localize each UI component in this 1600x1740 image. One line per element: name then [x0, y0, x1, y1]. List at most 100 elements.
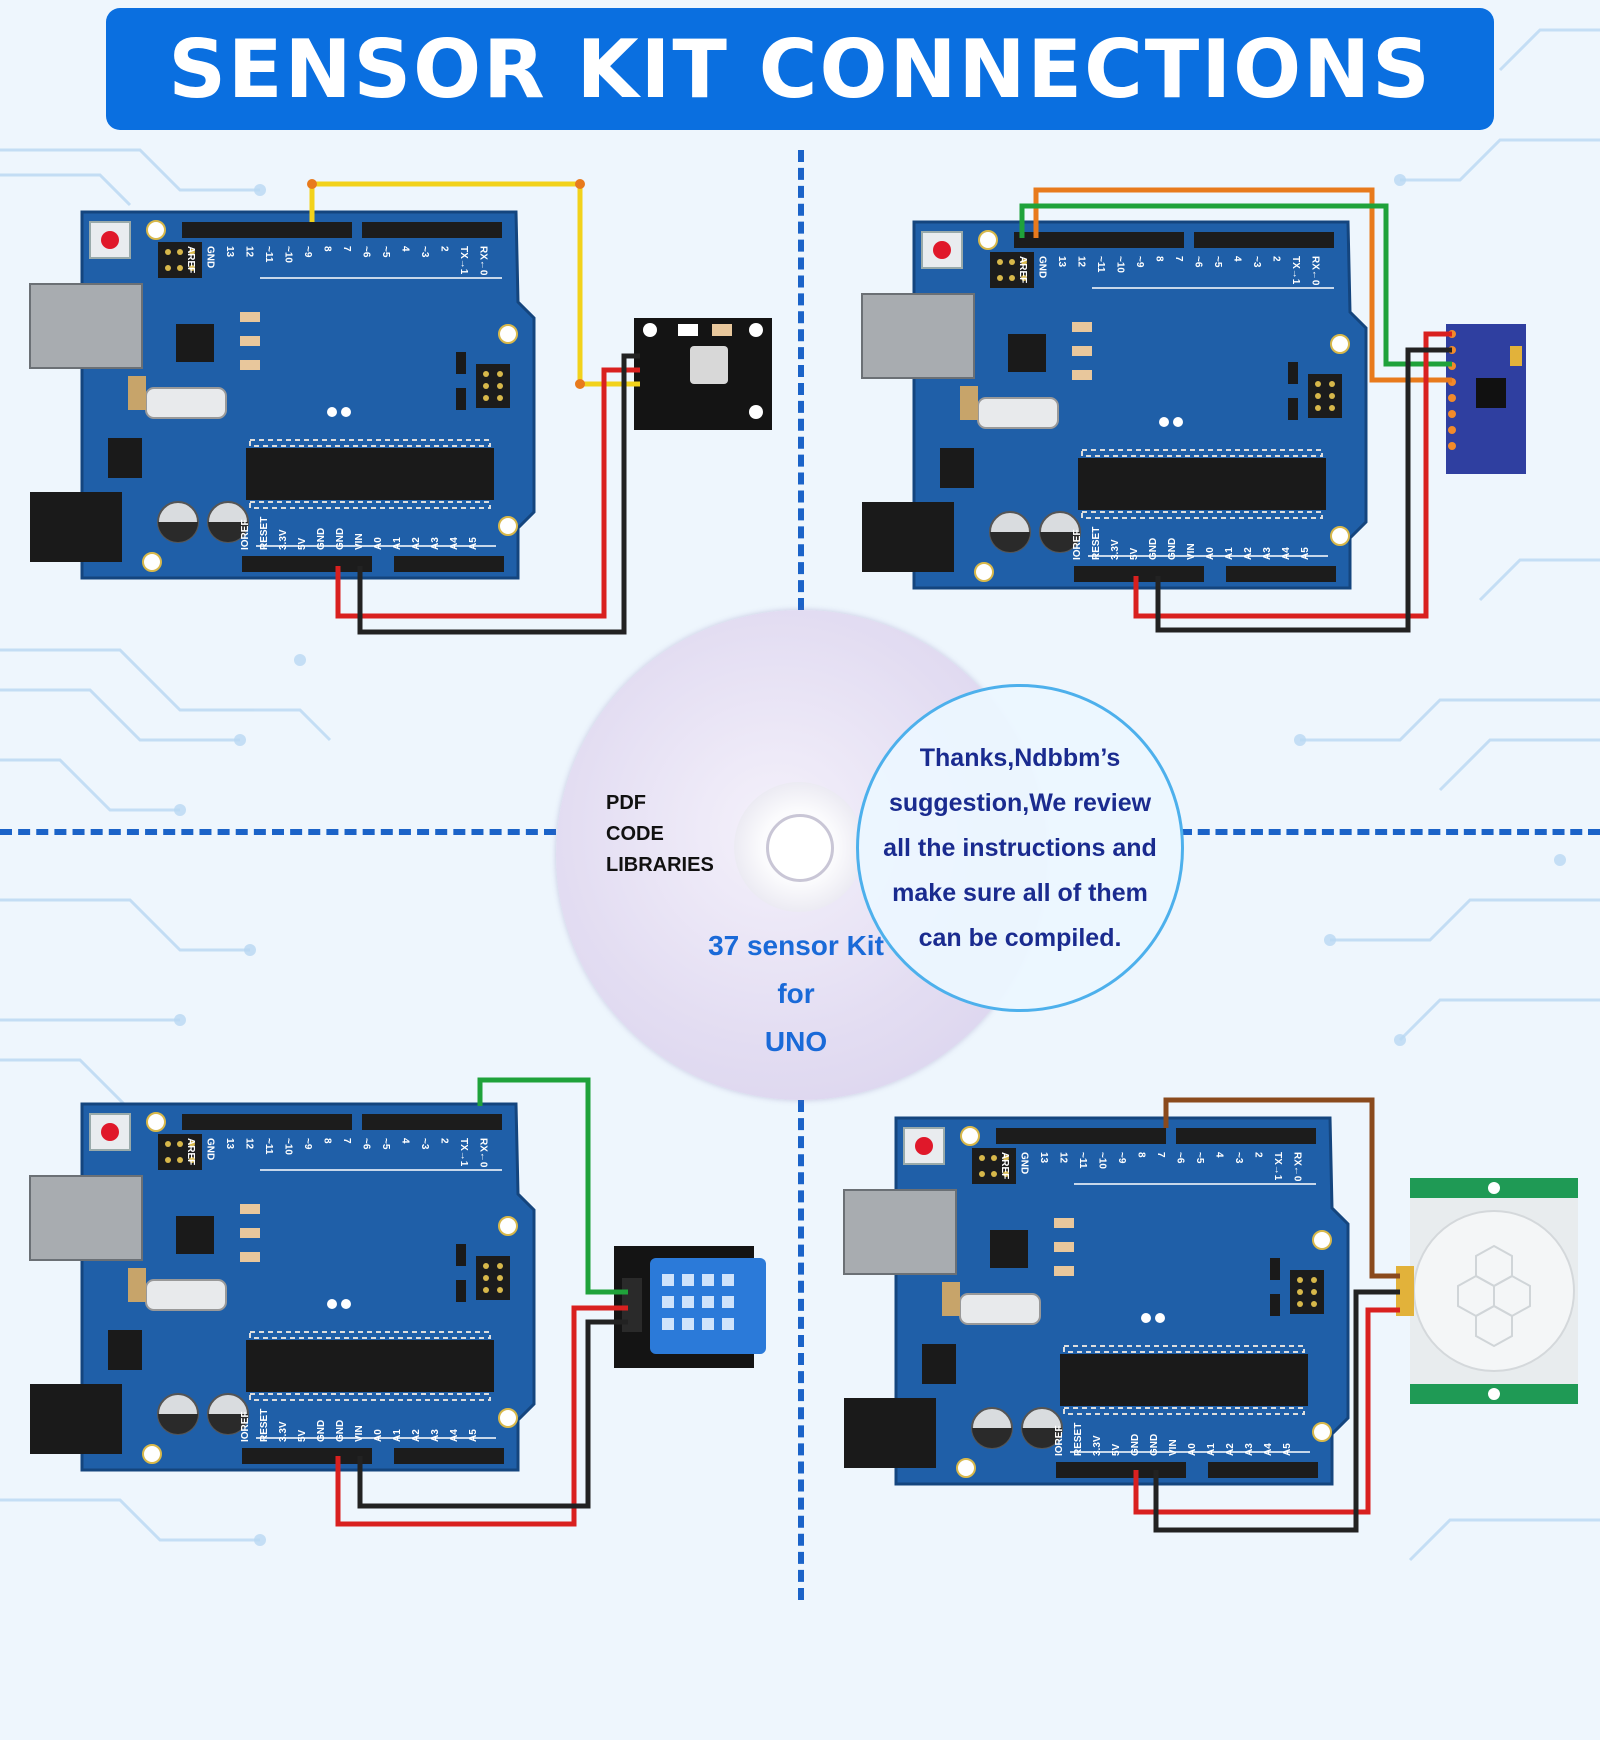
note-line-1: Thanks,Ndbbm’s — [919, 743, 1121, 772]
page-title: SENSOR KIT CONNECTIONS — [168, 22, 1432, 116]
cd-item-pdf: PDF — [606, 792, 646, 814]
pin-label-bottom: 5V — [297, 537, 308, 550]
pin-label-bottom: GND — [316, 1420, 327, 1442]
pin-label-bottom: IOREF — [240, 519, 251, 550]
divider-vertical-bottom — [798, 1100, 804, 1600]
pin-label-top: 13 — [1038, 1152, 1049, 1164]
pin-label-bottom: 3.3V — [278, 1421, 289, 1442]
pin-label-top: 13 — [1056, 256, 1067, 268]
pin-label-top: AREF — [185, 246, 196, 273]
pin-label-top: RX←0 — [1292, 1152, 1303, 1182]
pin-label-top: RX←0 — [1310, 256, 1321, 286]
pin-label-bottom: VIN — [354, 1425, 365, 1442]
cd-caption-line-2: for — [777, 978, 815, 1009]
pin-label-bottom: A0 — [373, 1429, 384, 1442]
pin-label-top: 8 — [322, 1138, 333, 1144]
pin-label-top: ~10 — [283, 1138, 294, 1155]
pin-label-bottom: A0 — [373, 537, 384, 550]
cd-item-libraries: LIBRARIES — [606, 854, 714, 876]
pin-label-top: ~11 — [263, 246, 274, 263]
pin-label-top: ~5 — [380, 1138, 391, 1150]
title-banner: SENSOR KIT CONNECTIONS — [106, 8, 1494, 130]
pin-label-bottom: IOREF — [1072, 529, 1083, 560]
pin-label-top: RX←0 — [478, 1138, 489, 1168]
pin-label-top: GND — [1019, 1152, 1030, 1174]
note-line-2: suggestion,We review — [888, 788, 1152, 817]
pin-label-bottom: GND — [1148, 538, 1159, 560]
background-circuit-traces — [0, 28, 1600, 1562]
pin-label-bottom: A3 — [1262, 547, 1273, 560]
pin-label-top: ~11 — [1077, 1152, 1088, 1169]
pin-label-top: ~9 — [302, 246, 313, 258]
pin-label-top: 8 — [322, 246, 333, 252]
cd-caption: 37 sensor Kit for UNO — [696, 922, 896, 1066]
note-line-3: all the instructions and — [883, 833, 1157, 862]
pin-label-top: ~6 — [1193, 256, 1204, 268]
pin-label-top: 7 — [341, 1138, 352, 1144]
pin-label-top: 12 — [1076, 256, 1087, 268]
cd-item-code: CODE — [606, 823, 664, 845]
pin-label-top: AREF — [185, 1138, 196, 1165]
pin-label-bottom: A1 — [392, 537, 403, 550]
pin-label-bottom: A1 — [392, 1429, 403, 1442]
divider-horizontal-right — [1180, 829, 1600, 835]
pin-label-bottom: 3.3V — [278, 529, 289, 550]
pin-label-top: 8 — [1136, 1152, 1147, 1158]
pin-label-bottom: 5V — [1111, 1443, 1122, 1456]
pin-label-bottom: A5 — [1282, 1443, 1293, 1456]
cd-center-hole — [766, 814, 834, 882]
pin-label-bottom: A5 — [468, 1429, 479, 1442]
pin-label-bottom: VIN — [1186, 543, 1197, 560]
pin-label-top: 12 — [244, 246, 255, 258]
pin-label-top: 13 — [224, 246, 235, 258]
pin-label-top: ~6 — [361, 1138, 372, 1150]
pin-label-top: AREF — [1017, 256, 1028, 283]
pin-label-top: 7 — [1173, 256, 1184, 262]
pin-label-top: TX→1 — [1290, 256, 1301, 285]
pin-label-bottom: A2 — [1243, 547, 1254, 560]
pin-label-bottom: A3 — [430, 537, 441, 550]
pin-label-top: GND — [205, 246, 216, 268]
pin-label-top: 2 — [1271, 256, 1282, 262]
pin-label-bottom: VIN — [1168, 1439, 1179, 1456]
pin-label-top: 2 — [439, 246, 450, 252]
pin-label-top: ~10 — [1115, 256, 1126, 273]
pin-label-top: 12 — [244, 1138, 255, 1150]
pin-label-top: GND — [205, 1138, 216, 1160]
pin-label-top: 4 — [1214, 1152, 1225, 1158]
pin-label-bottom: GND — [1149, 1434, 1160, 1456]
pin-label-top: ~6 — [361, 246, 372, 258]
pin-label-bottom: GND — [1130, 1434, 1141, 1456]
pin-label-bottom: A2 — [411, 1429, 422, 1442]
pin-label-bottom: A3 — [1244, 1443, 1255, 1456]
pin-label-bottom: GND — [335, 528, 346, 550]
pin-label-top: RX←0 — [478, 246, 489, 276]
pin-label-bottom: A2 — [1225, 1443, 1236, 1456]
pin-label-bottom: A2 — [411, 537, 422, 550]
pin-label-top: ~3 — [419, 1138, 430, 1150]
pin-label-top: TX→1 — [458, 246, 469, 275]
pin-label-bottom: A4 — [1263, 1443, 1274, 1456]
pin-label-top: ~9 — [1134, 256, 1145, 268]
pin-label-bottom: IOREF — [1054, 1425, 1065, 1456]
pin-label-top: GND — [1037, 256, 1048, 278]
pin-label-top: ~3 — [419, 246, 430, 258]
pin-label-top: 4 — [1232, 256, 1243, 262]
pin-label-top: ~5 — [1194, 1152, 1205, 1164]
pin-label-top: 2 — [439, 1138, 450, 1144]
pin-label-top: 7 — [341, 246, 352, 252]
pin-label-top: ~10 — [1097, 1152, 1108, 1169]
pin-label-bottom: A4 — [449, 537, 460, 550]
pin-label-bottom: A5 — [468, 537, 479, 550]
pin-label-top: 13 — [224, 1138, 235, 1150]
pin-label-top: ~3 — [1233, 1152, 1244, 1164]
pin-label-top: 7 — [1155, 1152, 1166, 1158]
pin-label-bottom: 3.3V — [1092, 1435, 1103, 1456]
pin-label-top: ~5 — [380, 246, 391, 258]
pin-label-top: 8 — [1154, 256, 1165, 262]
